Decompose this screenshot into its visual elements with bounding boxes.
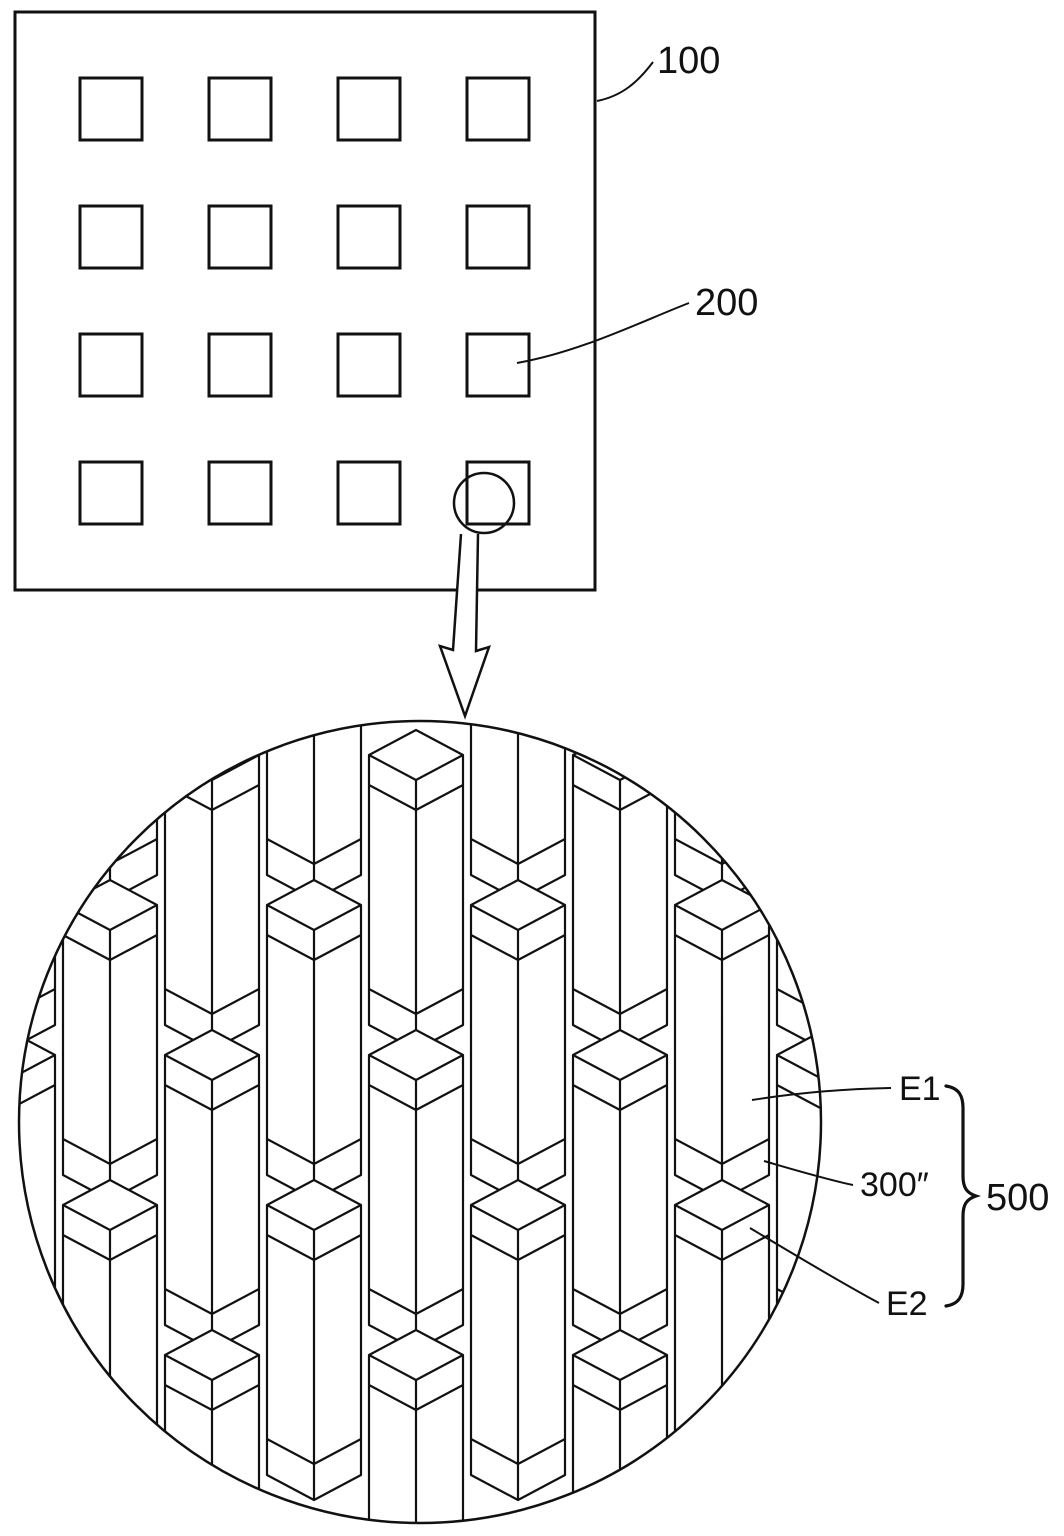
leader-line-e1 bbox=[751, 1087, 892, 1101]
pillar bbox=[61, 721, 159, 902]
pattern-cell bbox=[207, 460, 273, 526]
pillar bbox=[367, 1328, 465, 1523]
pillar bbox=[367, 728, 465, 1052]
pillar bbox=[19, 1328, 57, 1523]
pattern-cell bbox=[465, 204, 531, 270]
pillar bbox=[673, 721, 771, 902]
pattern-cell bbox=[465, 332, 531, 398]
leader-line-e2 bbox=[749, 1227, 880, 1304]
magnified-view bbox=[17, 719, 823, 1525]
pattern-cell bbox=[336, 460, 402, 526]
pillar bbox=[61, 878, 159, 1202]
pillar bbox=[19, 1028, 57, 1352]
detail-circle-outline bbox=[17, 719, 823, 1525]
pillar bbox=[571, 1028, 669, 1352]
pattern-cell bbox=[78, 204, 144, 270]
pattern-cell bbox=[207, 332, 273, 398]
pattern-cell bbox=[465, 460, 531, 526]
pattern-cell bbox=[207, 204, 273, 270]
label-200: 200 bbox=[695, 282, 758, 324]
cell-grid bbox=[78, 76, 531, 526]
top-panel bbox=[13, 10, 597, 592]
pattern-cell bbox=[78, 460, 144, 526]
pillar bbox=[775, 1028, 821, 1352]
pillar bbox=[265, 878, 363, 1202]
pillar bbox=[469, 1178, 567, 1502]
pillar bbox=[775, 728, 821, 1052]
pattern-cell bbox=[336, 76, 402, 142]
pillar bbox=[265, 721, 363, 902]
pillar bbox=[775, 1328, 821, 1523]
pattern-cell bbox=[465, 76, 531, 142]
pattern-cell bbox=[78, 332, 144, 398]
label-300: 300″ bbox=[860, 1166, 929, 1204]
brace-500 bbox=[944, 1084, 982, 1308]
pillar bbox=[19, 728, 57, 1052]
pillar bbox=[367, 1028, 465, 1352]
pillar bbox=[469, 721, 567, 902]
leader-line-200 bbox=[516, 302, 690, 364]
magnifier-circle bbox=[452, 471, 516, 535]
pattern-cell bbox=[78, 76, 144, 142]
pillar bbox=[265, 1178, 363, 1502]
zoom-arrow bbox=[437, 533, 491, 720]
pattern-cell bbox=[336, 204, 402, 270]
label-e1: E1 bbox=[899, 1070, 941, 1108]
pillar bbox=[469, 878, 567, 1202]
leader-line-300 bbox=[763, 1160, 854, 1186]
label-100: 100 bbox=[657, 40, 720, 82]
pillar bbox=[163, 1028, 261, 1352]
pattern-cell bbox=[336, 332, 402, 398]
pillar bbox=[571, 728, 669, 1052]
label-500: 500 bbox=[986, 1177, 1049, 1219]
pillar bbox=[673, 878, 771, 1202]
pattern-cell bbox=[207, 76, 273, 142]
top-panel-outline bbox=[13, 10, 597, 592]
label-e2: E2 bbox=[886, 1285, 928, 1323]
leader-line-100 bbox=[596, 61, 654, 102]
